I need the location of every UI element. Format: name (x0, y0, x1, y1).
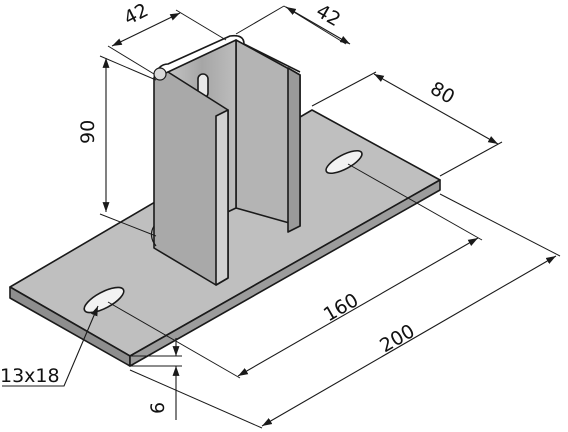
dimensions (2, 5, 561, 429)
post-corner-round (153, 67, 167, 81)
label-plate-thickness: 6 (147, 402, 169, 414)
dim-line-plate-length (261, 255, 557, 427)
slot-hole-back (325, 149, 363, 175)
slot-leader (2, 305, 99, 387)
label-slot-size: 13x18 (0, 365, 60, 387)
vertical-post (150, 34, 301, 286)
post-front-flange-edge (215, 109, 229, 286)
label-post-height: 90 (77, 120, 99, 144)
label-top-left-width: 42 (120, 0, 152, 30)
post-back-flange-edge (287, 67, 301, 233)
dim-line-plate-depth (373, 73, 499, 145)
label-plate-depth: 80 (426, 77, 458, 108)
label-plate-length: 200 (376, 320, 418, 357)
dim-line-top-right (285, 6, 351, 45)
dim-line-top-left (111, 12, 181, 47)
label-hole-spacing: 160 (320, 289, 362, 326)
post-bottom-fillet (150, 225, 157, 247)
